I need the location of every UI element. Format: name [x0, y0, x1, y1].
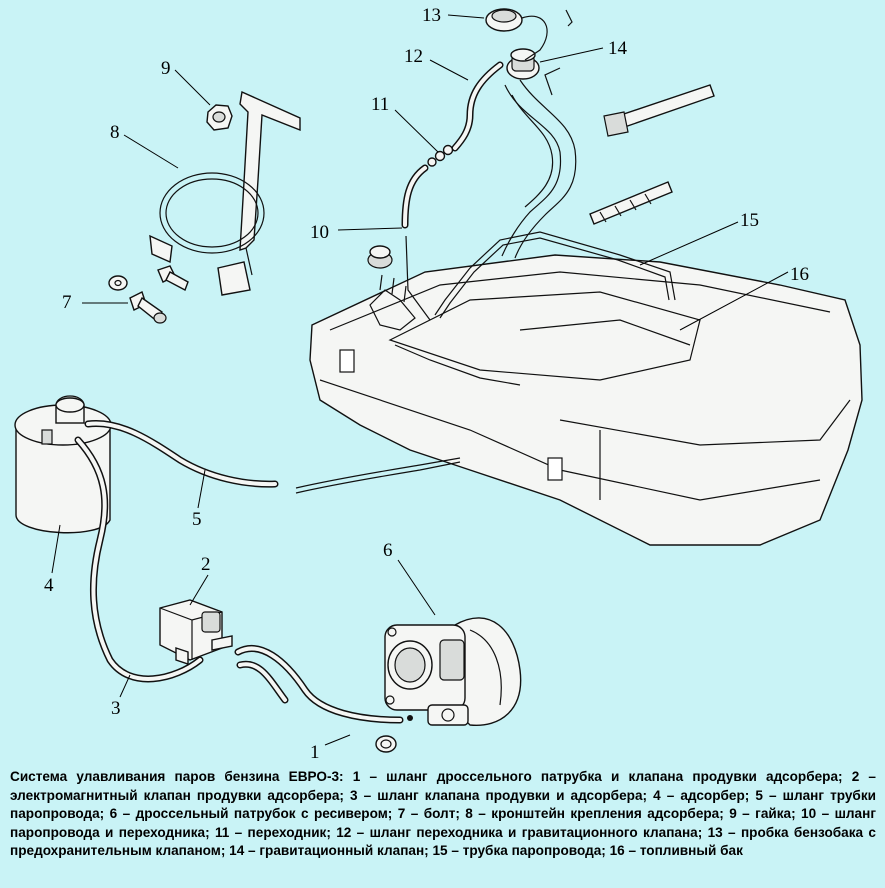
label-3: 3 — [111, 698, 121, 719]
canister-bracket — [149, 90, 301, 296]
label-5: 5 — [192, 509, 202, 530]
label-16: 16 — [790, 264, 809, 285]
fuel-tank — [309, 254, 863, 546]
label-1: 1 — [310, 742, 320, 760]
label-8: 8 — [110, 122, 120, 143]
label-2: 2 — [201, 554, 211, 575]
label-14: 14 — [608, 38, 628, 59]
bolt-upper — [157, 265, 189, 291]
filler-neck — [501, 67, 577, 259]
throttle-body — [384, 617, 522, 726]
washer — [108, 275, 128, 291]
nut — [206, 104, 233, 131]
hose-throttle-purge-valve — [234, 644, 404, 724]
label-7: 7 — [62, 292, 72, 313]
label-9: 9 — [161, 58, 171, 79]
fuel-vapor-system-diagram: 1 2 3 4 5 6 7 8 9 10 11 12 13 14 15 16 — [14, 5, 863, 760]
gravity-valve — [506, 48, 540, 80]
label-10: 10 — [310, 222, 329, 243]
hose-vapor-tube — [84, 419, 461, 494]
hose-purge-valve-canister — [74, 436, 204, 683]
solenoid-purge-valve — [159, 599, 233, 665]
label-4: 4 — [44, 575, 54, 596]
fuel-cap — [485, 8, 573, 61]
hose-vapor-line-adapter — [401, 164, 431, 321]
label-13: 13 — [422, 5, 441, 26]
vapor-tube — [394, 231, 676, 386]
canister — [14, 395, 112, 534]
figure-caption: Система улавливания паров бензина ЕВРО-3… — [10, 769, 876, 859]
strap-lower — [589, 181, 673, 225]
label-11: 11 — [371, 94, 389, 115]
label-12: 12 — [404, 46, 423, 67]
label-15: 15 — [740, 210, 759, 231]
hose-clamp — [375, 715, 413, 753]
label-6: 6 — [383, 540, 393, 561]
leader-lines — [51, 14, 789, 746]
bolt — [129, 291, 167, 324]
adapter — [427, 144, 454, 167]
strap-upper — [603, 84, 715, 137]
grommet — [367, 245, 393, 269]
hose-adapter-gravity-valve — [451, 61, 504, 152]
